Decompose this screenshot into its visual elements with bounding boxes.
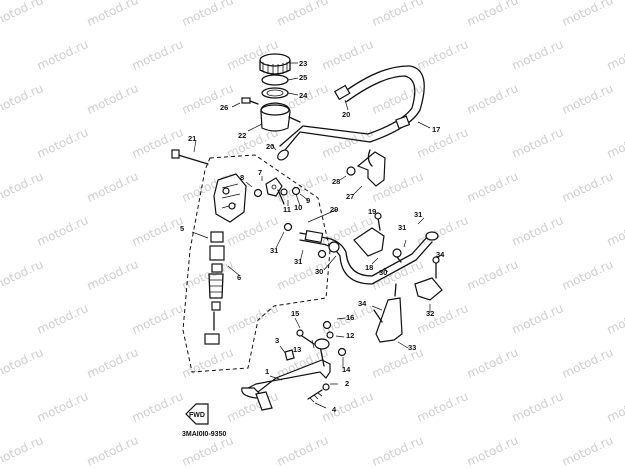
part-label: 30 — [379, 268, 387, 277]
part-label: 12 — [346, 331, 354, 340]
part-label: 31 — [398, 223, 406, 232]
part-label: 3 — [275, 336, 279, 345]
part-label: 26 — [220, 103, 228, 112]
part-label: 31 — [294, 257, 302, 266]
part-label: 11 — [283, 205, 291, 214]
part-label: 5 — [180, 224, 184, 233]
part-label: 34 — [358, 299, 367, 308]
master-cylinder — [204, 173, 247, 345]
part-label: 27 — [346, 192, 354, 201]
part-label: 9 — [306, 196, 310, 205]
part-label: 29 — [330, 205, 338, 214]
bracket-33 — [373, 283, 403, 343]
part-label: 2 — [345, 379, 349, 388]
rear-connector — [414, 256, 443, 301]
part-label: 30 — [315, 267, 323, 276]
part-label: 14 — [342, 365, 351, 374]
washers — [317, 241, 402, 263]
hose-bracket — [346, 149, 386, 187]
part-label: 8 — [240, 173, 244, 182]
front-arrow: FWD — [185, 403, 209, 425]
part-label: 17 — [432, 125, 440, 134]
part-label: 33 — [408, 343, 416, 352]
diagram-code: 3MAI0I0-9350 — [182, 431, 226, 438]
part-label: 24 — [299, 91, 308, 100]
part-label: 15 — [291, 309, 299, 318]
brake-hose — [299, 229, 439, 285]
leader-lines — [191, 62, 443, 409]
part-label: 20 — [342, 110, 350, 119]
part-label: 32 — [426, 309, 434, 318]
part-label: 4 — [332, 405, 337, 414]
part-label: 7 — [258, 168, 262, 177]
master-cylinder-outline — [182, 154, 331, 373]
part-label: 18 — [365, 263, 373, 272]
reservoir-hose — [277, 65, 425, 161]
svg-text:FWD: FWD — [189, 412, 205, 419]
banjo-fitting — [253, 177, 301, 232]
part-label: 23 — [299, 59, 307, 68]
brake-pedal — [241, 320, 347, 411]
part-label: 6 — [237, 273, 241, 282]
part-label: 31 — [414, 210, 422, 219]
part-label: 16 — [346, 313, 354, 322]
part-label: 20 — [266, 142, 274, 151]
part-label: 22 — [238, 131, 246, 140]
part-label: 10 — [294, 203, 302, 212]
part-labels: 23 25 24 26 22 20 17 20 21 7 8 11 10 9 2… — [180, 59, 445, 414]
part-label: 31 — [270, 246, 278, 255]
bolt-21 — [177, 154, 209, 165]
reservoir-assembly — [241, 53, 301, 132]
part-label: 19 — [368, 207, 376, 216]
part-label: 28 — [332, 177, 340, 186]
part-label: 21 — [188, 134, 196, 143]
hose-clamp — [353, 212, 385, 257]
part-label: 34 — [436, 250, 445, 259]
part-label: 13 — [293, 345, 301, 354]
part-label: 25 — [299, 73, 307, 82]
part-label: 1 — [265, 367, 269, 376]
